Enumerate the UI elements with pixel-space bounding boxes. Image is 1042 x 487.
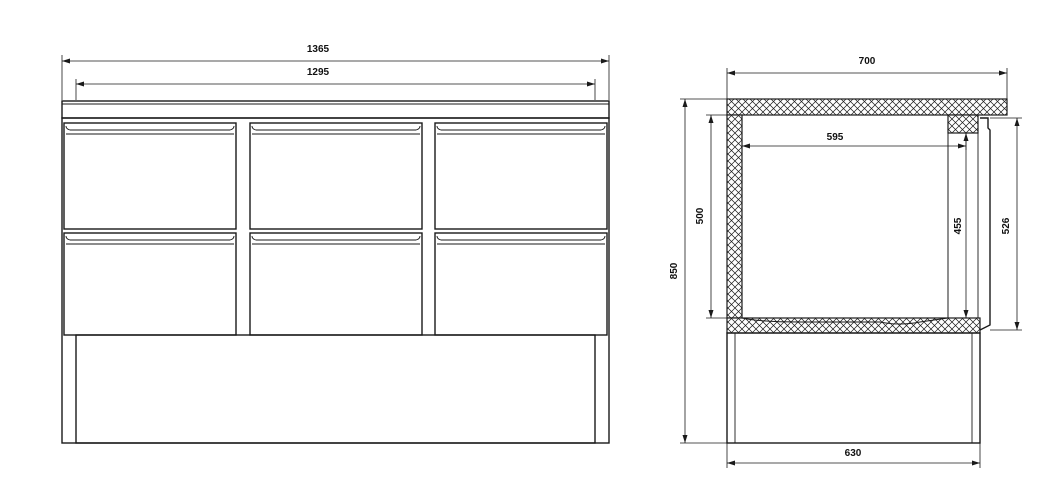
dim-base-depth: 630 [726, 443, 981, 468]
dim-total-height: 850 [669, 98, 727, 444]
dim-door-height-label: 526 [1001, 217, 1012, 234]
dim-depth-label: 700 [859, 56, 876, 67]
dim-cabinet-height-label: 500 [695, 207, 706, 224]
drawer-front-profile [979, 117, 991, 331]
drawer-5 [249, 232, 423, 336]
back-wall-insulation [726, 114, 743, 319]
drawer-1 [63, 122, 237, 230]
dim-total-height-label: 850 [669, 262, 680, 279]
lower-cabinet [726, 332, 981, 444]
worktop-insulation [726, 98, 1008, 116]
drawer-tray [741, 317, 949, 325]
dim-inner-depth-label: 595 [827, 132, 844, 143]
dim-overall-width: 1365 [61, 44, 610, 100]
base-panel [75, 334, 596, 444]
side-view: 700 595 455 [669, 56, 1022, 468]
dim-depth: 700 [726, 56, 1008, 99]
dim-inner-height-label: 455 [953, 217, 964, 234]
dim-top-width-label: 1295 [307, 67, 330, 78]
drawer-4 [63, 232, 237, 336]
dim-base-depth-label: 630 [845, 448, 862, 459]
drawer-2 [249, 122, 423, 230]
dim-top-width: 1295 [75, 67, 596, 100]
dim-overall-width-label: 1365 [307, 44, 330, 55]
inner-compartment [741, 114, 949, 319]
drawer-3 [434, 122, 608, 230]
front-view: 1365 1295 [61, 44, 610, 444]
cabinet-body [61, 117, 610, 444]
dim-cabinet-height: 500 [695, 114, 742, 319]
dim-door-height: 526 [990, 117, 1022, 331]
drawer-6 [434, 232, 608, 336]
front-rail-insulation [947, 114, 979, 134]
dim-inner-depth: 595 [742, 132, 967, 150]
floor-insulation [726, 317, 981, 334]
dim-inner-height: 455 [953, 133, 969, 318]
